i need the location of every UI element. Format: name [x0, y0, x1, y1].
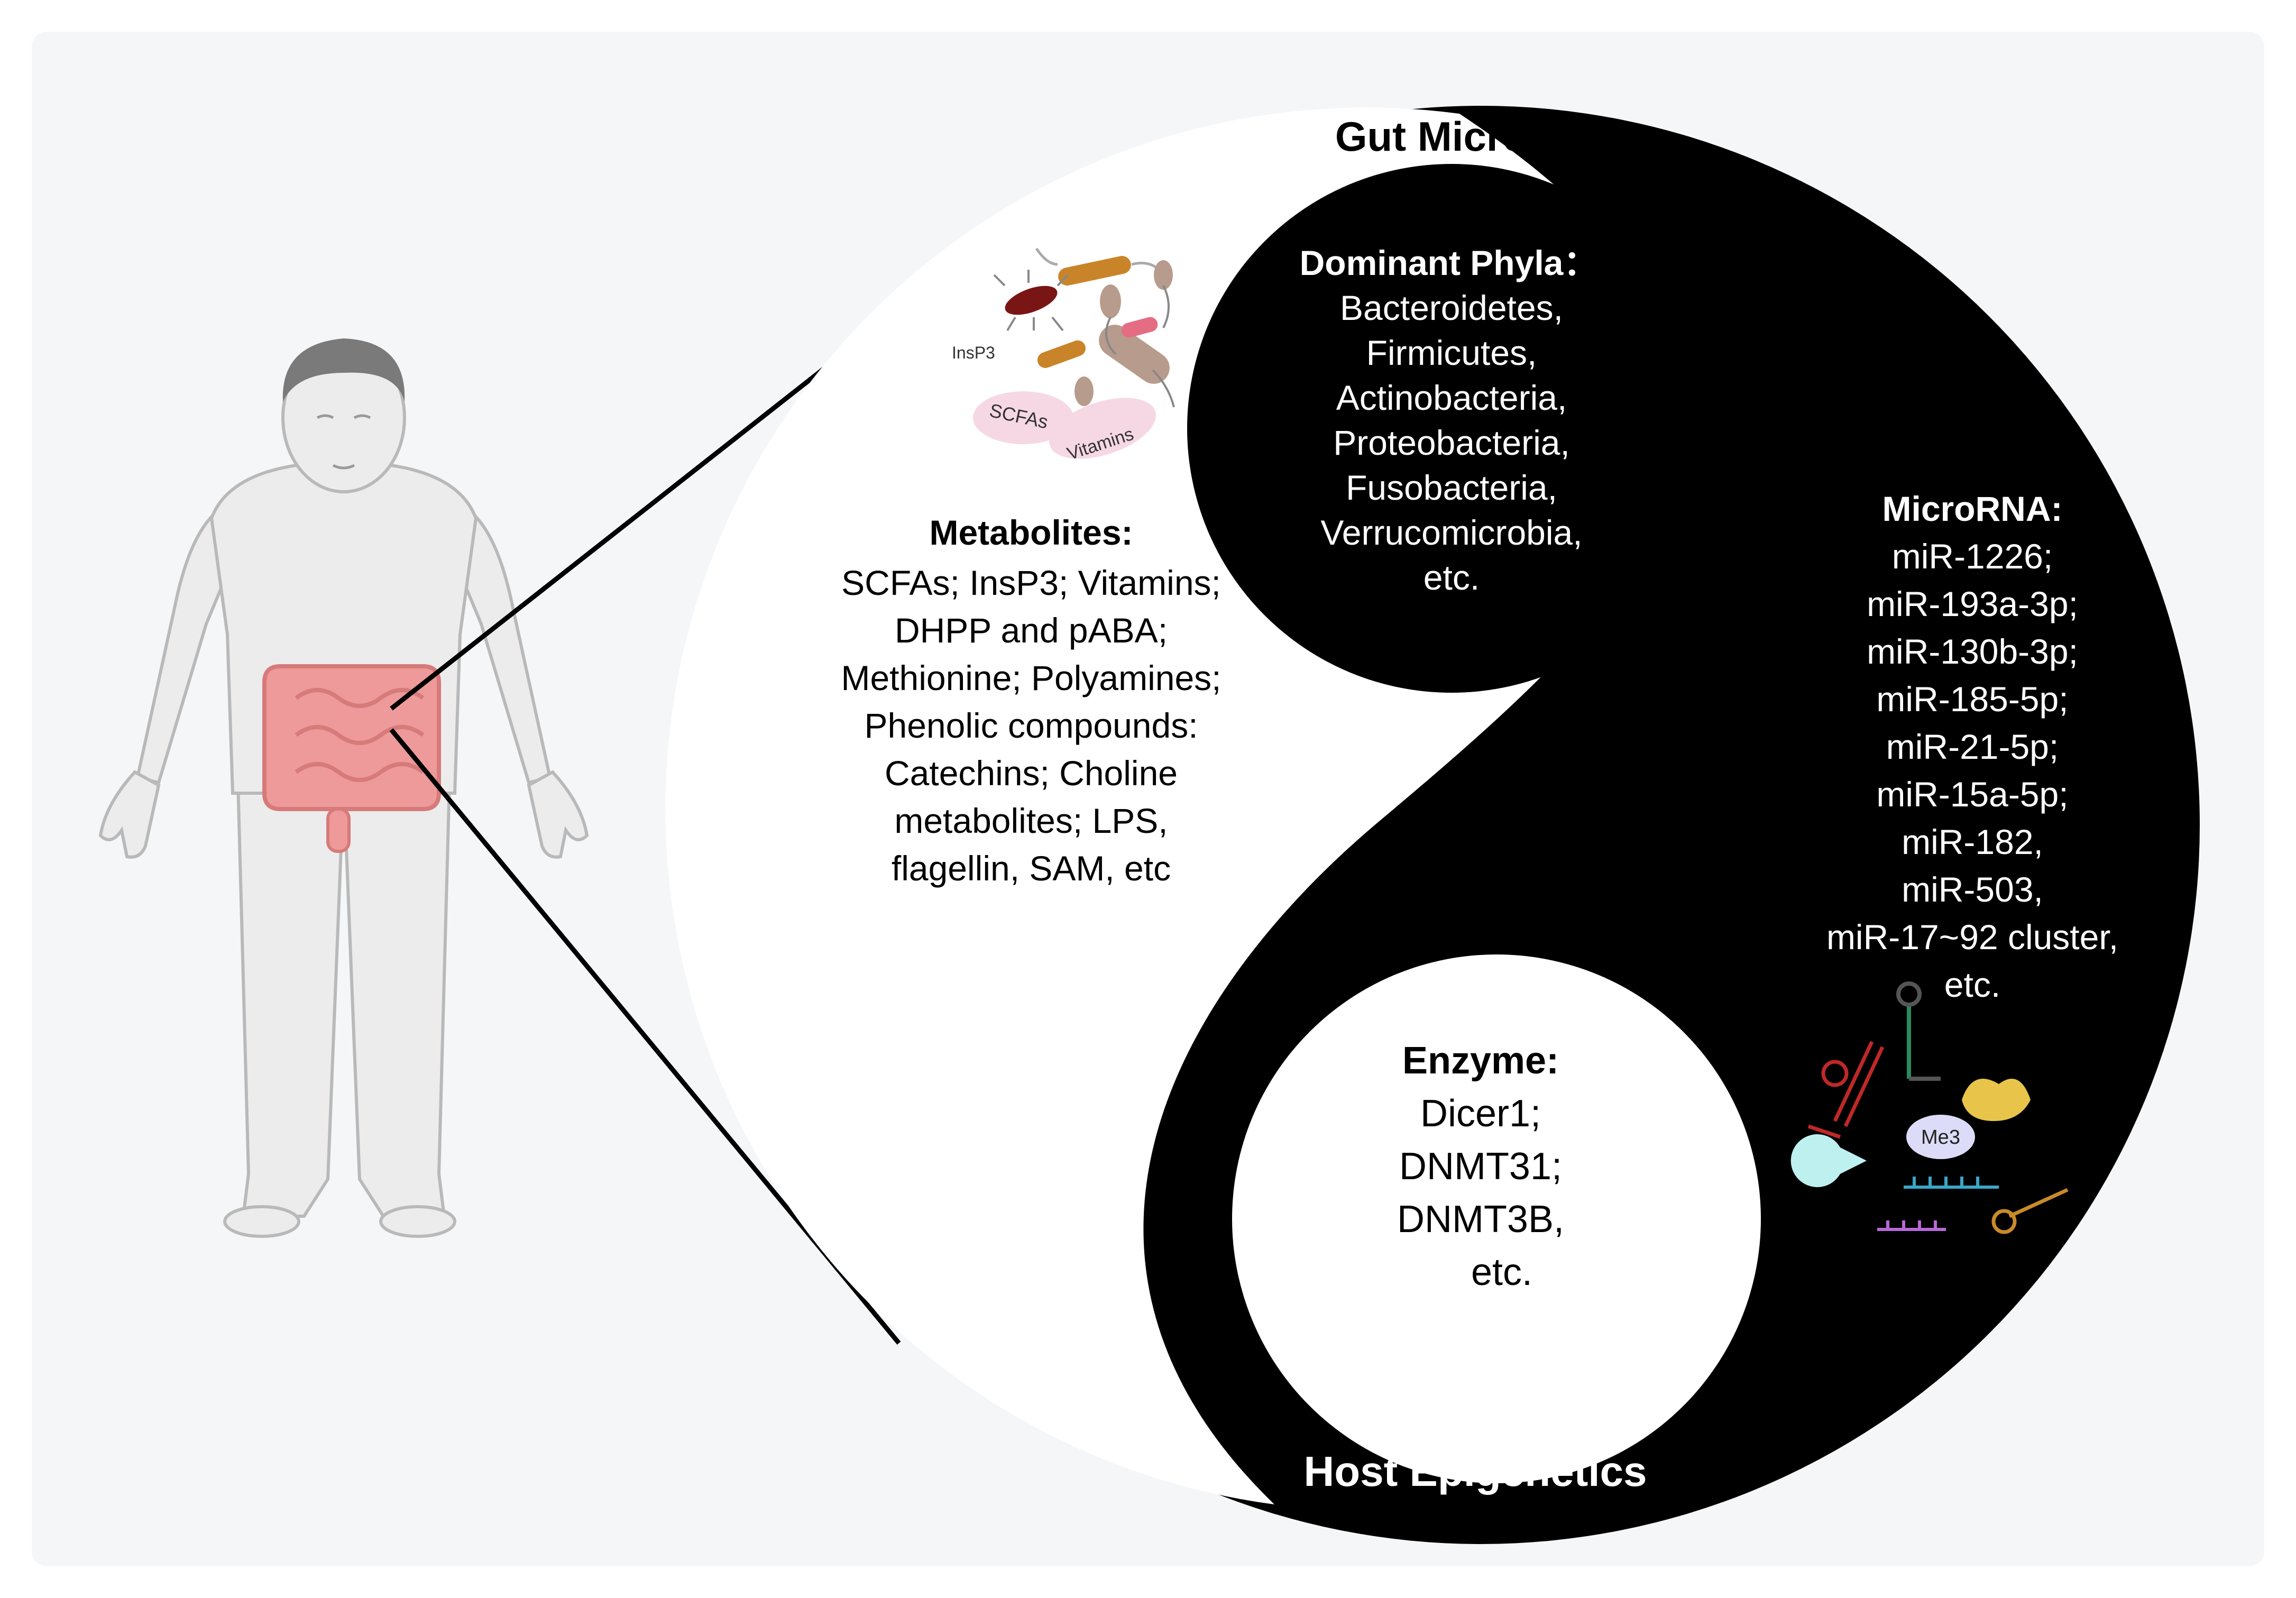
left-hand [98, 770, 161, 859]
host-epigenetics-title: Host Epigenetics [1303, 1448, 1647, 1495]
metabolites-line: Methionine; Polyamines; [841, 658, 1221, 697]
right-hand [527, 770, 589, 859]
enzyme-heading: Enzyme: [1402, 1040, 1559, 1082]
metabolites-line: DHPP and pABA; [895, 611, 1168, 650]
dna-strand-blue [1904, 1177, 1999, 1189]
enzyme-item: etc. [1471, 1251, 1532, 1293]
metabolites-line: metabolites; LPS, [894, 801, 1168, 840]
metabolites-heading: Metabolites: [929, 513, 1133, 552]
yin-yang-circle [665, 106, 2200, 1544]
insp3-label: InsP3 [952, 343, 995, 362]
microrna-item: miR-185-5p; [1876, 679, 2068, 719]
bacterium-rod-orange-2 [1037, 340, 1086, 368]
enzyme-block: Enzyme: Dicer1; DNMT31; DNMT3B, etc. [1397, 1040, 1564, 1293]
metabolites-block: Metabolites: SCFAs; InsP3; Vitamins; DHP… [841, 513, 1221, 888]
rna-strand-purple [1877, 1220, 1946, 1231]
vitamins-blob [1049, 398, 1156, 459]
metabolites-line: SCFAs; InsP3; Vitamins; [841, 563, 1221, 602]
microrna-item: miR-193a-3p; [1867, 584, 2078, 623]
microrna-item: miR-182, [1902, 822, 2043, 861]
dominant-phyla-block: Dominant Phyla： Bacteroidetes, Firmicute… [1300, 243, 1599, 597]
scfas-blob [973, 391, 1073, 444]
phyla-item: Firmicutes, [1366, 333, 1537, 372]
microrna-item: miR-503, [1902, 870, 2043, 909]
metabolites-line: Catechins; Choline [885, 754, 1178, 793]
intestine-icon [262, 664, 441, 853]
dominant-phyla-heading: Dominant Phyla： [1300, 243, 1599, 282]
left-leg [236, 781, 346, 1218]
bacterium-red [1005, 286, 1058, 315]
microrna-heading: MicroRNA: [1882, 489, 2063, 528]
bacterium-small-1 [1100, 284, 1121, 318]
left-foot [223, 1205, 300, 1238]
microrna-item: etc. [1944, 965, 2000, 1004]
pacman-enzyme [1790, 1134, 1867, 1187]
microrna-item: miR-130b-3p; [1867, 632, 2078, 671]
rna-hairpin-green [1896, 981, 1941, 1081]
me3-bubble [1906, 1115, 1975, 1159]
rna-hairpin-red [1807, 1041, 1885, 1139]
right-leg [342, 781, 452, 1218]
bacterium-small-2 [1154, 260, 1173, 290]
white-dot [1232, 954, 1761, 1483]
metabolites-line: flagellin, SAM, etc [892, 849, 1171, 888]
rna-hairpin-orange [1991, 1188, 2069, 1234]
bacterium-pink [1121, 317, 1158, 338]
gut-microbiota-title: Gut Microbiota [1335, 113, 1627, 160]
black-dot [1187, 164, 1716, 693]
face-features [316, 414, 371, 470]
epigenetics-illustration: Me3 [1790, 981, 2069, 1234]
microrna-item: miR-1226; [1892, 537, 2053, 576]
me3-label: Me3 [1921, 1126, 1960, 1149]
phyla-item: Proteobacteria, [1333, 423, 1570, 462]
bacterium-rod-brown [1099, 325, 1170, 384]
phyla-item: etc. [1423, 558, 1480, 597]
phyla-item: Actinobacteria, [1336, 378, 1567, 417]
enzyme-item: Dicer1; [1420, 1092, 1541, 1135]
microrna-block: MicroRNA: miR-1226; miR-193a-3p; miR-130… [1826, 489, 2118, 1004]
enzyme-item: DNMT3B, [1397, 1198, 1564, 1241]
bacterium-small-3 [1074, 376, 1094, 406]
enzyme-yellow [1962, 1079, 2031, 1121]
enzyme-item: DNMT31; [1399, 1145, 1562, 1188]
phyla-item: Bacteroidetes, [1340, 288, 1563, 327]
phyla-item: Verrucomicrobia, [1320, 513, 1582, 552]
metabolites-line: Phenolic compounds: [864, 706, 1198, 745]
microrna-item: miR-15a-5p; [1876, 775, 2068, 814]
microrna-item: miR-21-5p; [1886, 727, 2059, 766]
microbes-illustration: InsP3 SCFAs Vitamins [952, 247, 1175, 464]
hair [282, 338, 405, 402]
right-foot [379, 1205, 456, 1238]
microrna-item: miR-17~92 cluster, [1826, 917, 2118, 957]
bacterium-rod-orange [1058, 255, 1131, 286]
phyla-item: Fusobacteria, [1346, 468, 1557, 507]
